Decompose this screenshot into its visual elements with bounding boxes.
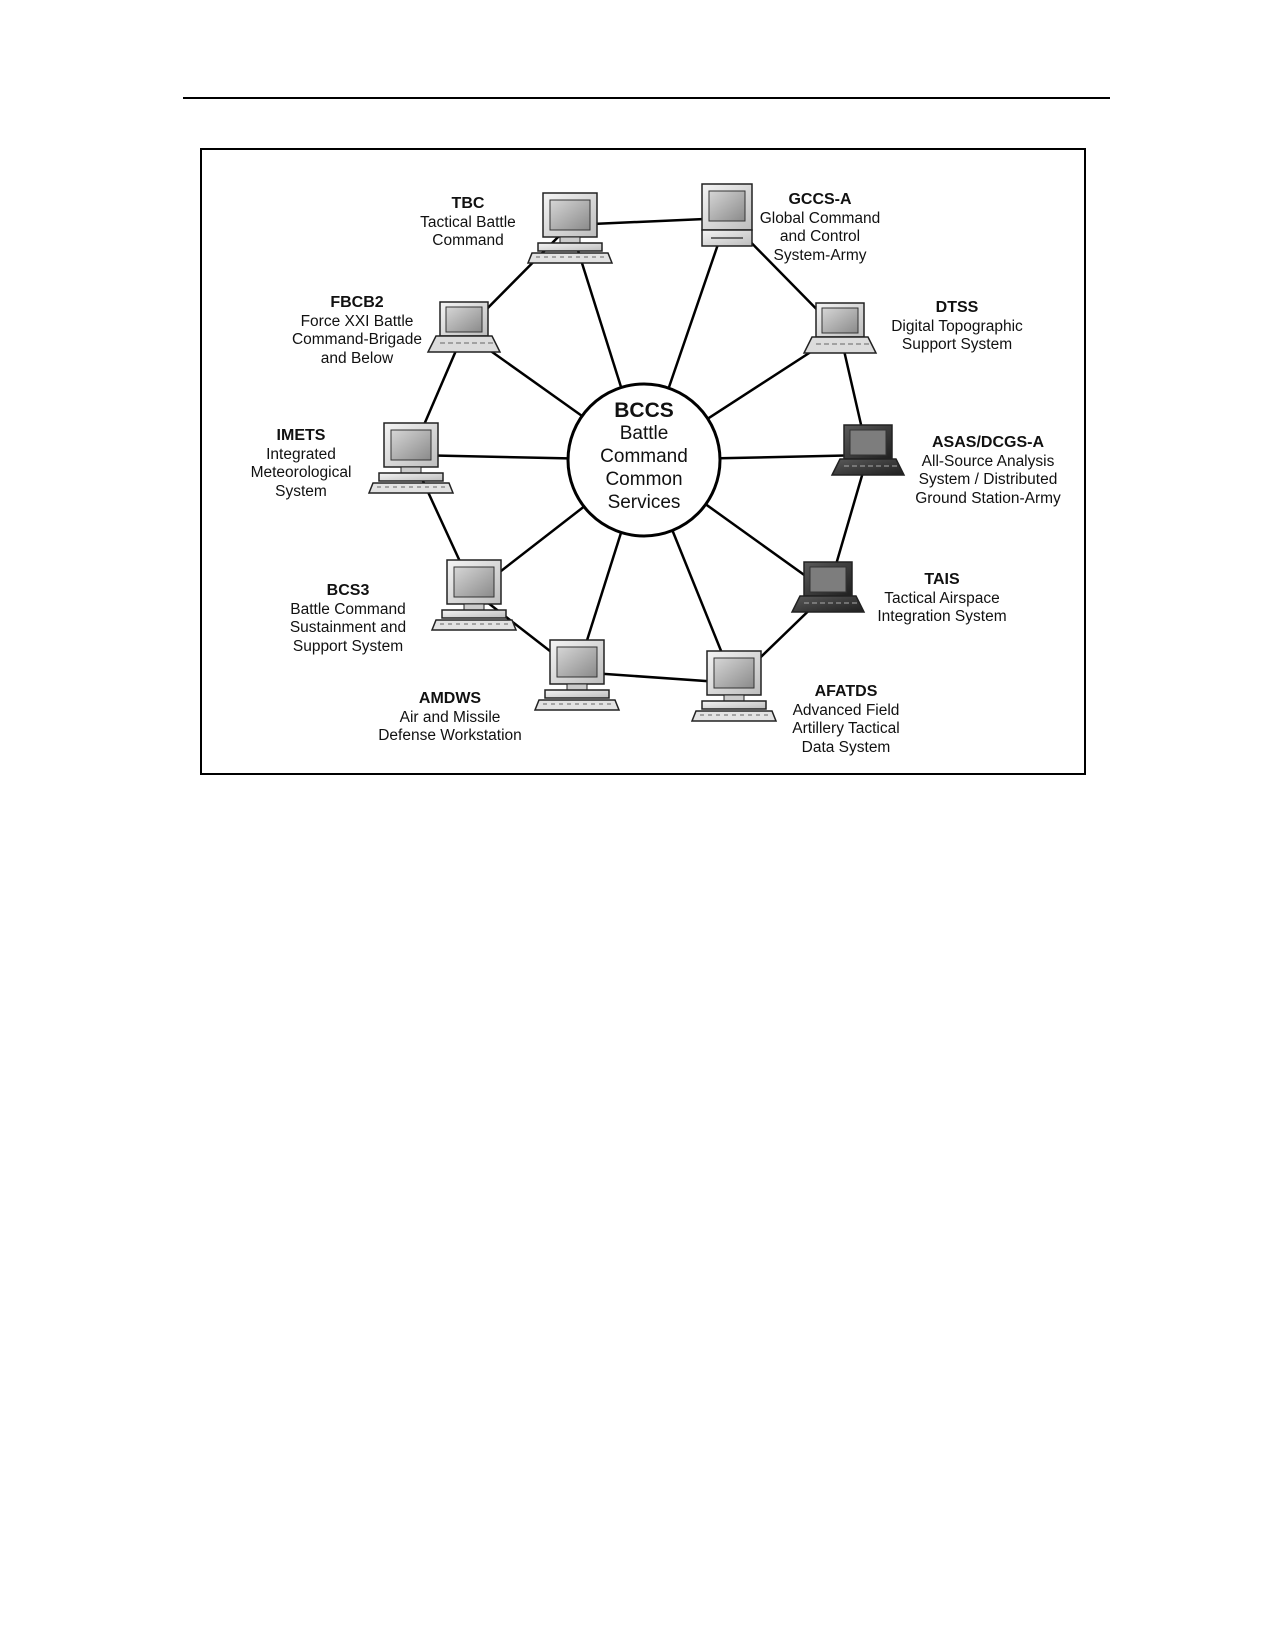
node-full-name: All-Source Analysis System / Distributed… <box>915 452 1061 507</box>
node-acronym: TBC <box>451 195 485 212</box>
node-label-tbc: TBC Tactical Battle Command <box>408 195 528 251</box>
node-full-name: Digital Topographic Support System <box>891 317 1023 354</box>
node-full-name: Battle Command Sustainment and Support S… <box>289 600 407 655</box>
hub-circle <box>566 382 722 538</box>
laptop-icon <box>830 424 906 476</box>
desktop-icon <box>430 559 518 631</box>
node-full-name: Global Command and Control System-Army <box>759 209 881 264</box>
header-rule <box>183 97 1110 99</box>
node-acronym: GCCS-A <box>788 191 852 208</box>
hub-acronym: BCCS <box>614 399 674 422</box>
desktop-icon <box>533 639 621 711</box>
node-label-asas: ASAS/DCGS-A All-Source Analysis System /… <box>897 434 1079 508</box>
hub-full-name: Battle Command Common Services <box>600 423 688 513</box>
node-acronym: DTSS <box>935 299 979 316</box>
node-full-name: Force XXI Battle Command-Brigade and Bel… <box>291 312 423 367</box>
laptop-icon <box>426 301 502 353</box>
laptop-icon <box>790 561 866 613</box>
node-label-amdws: AMDWS Air and Missile Defense Workstatio… <box>360 690 540 746</box>
desktop-icon <box>367 422 455 494</box>
node-full-name: Tactical Airspace Integration System <box>877 589 1007 626</box>
node-acronym: ASAS/DCGS-A <box>931 434 1044 451</box>
node-full-name: Tactical Battle Command <box>420 213 516 250</box>
node-acronym: AFATDS <box>814 683 878 700</box>
node-acronym: TAIS <box>924 571 960 588</box>
hub-label: BCCS Battle Command Common Services <box>571 399 717 514</box>
node-label-dtss: DTSS Digital Topographic Support System <box>875 299 1039 355</box>
node-acronym: BCS3 <box>326 582 370 599</box>
node-full-name: Integrated Meteorological System <box>250 445 352 500</box>
node-acronym: FBCB2 <box>330 294 384 311</box>
node-full-name: Advanced Field Artillery Tactical Data S… <box>792 701 900 756</box>
laptop-icon <box>802 302 878 354</box>
node-label-bcs3: BCS3 Battle Command Sustainment and Supp… <box>273 582 423 656</box>
node-acronym: IMETS <box>276 427 326 444</box>
desktop-icon <box>526 192 614 264</box>
desktop-icon <box>690 650 778 722</box>
node-label-gccs: GCCS-A Global Command and Control System… <box>745 191 895 265</box>
diagram-frame <box>200 148 1086 775</box>
node-full-name: Air and Missile Defense Workstation <box>378 708 522 745</box>
node-label-afatds: AFATDS Advanced Field Artillery Tactical… <box>776 683 916 757</box>
desktop-tower-icon <box>701 183 753 247</box>
node-label-tais: TAIS Tactical Airspace Integration Syste… <box>858 571 1026 627</box>
node-acronym: AMDWS <box>418 690 482 707</box>
node-label-fbcb2: FBCB2 Force XXI Battle Command-Brigade a… <box>275 294 439 368</box>
device-icons <box>367 183 906 722</box>
spoke-line-tbc <box>568 224 623 388</box>
node-label-imets: IMETS Integrated Meteorological System <box>234 427 368 501</box>
